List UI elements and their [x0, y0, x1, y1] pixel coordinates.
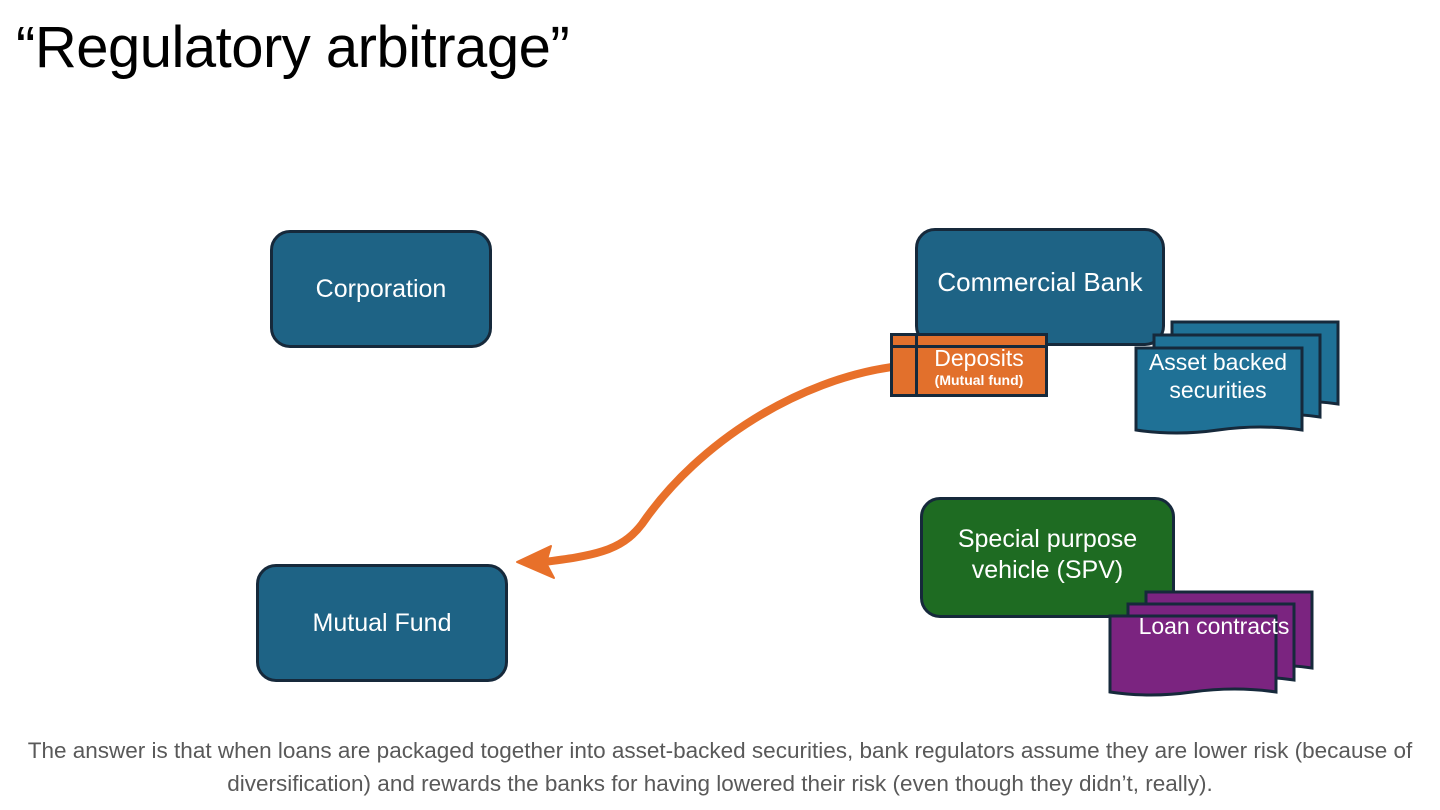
slide-caption: The answer is that when loans are packag…	[27, 738, 1413, 796]
plaque-top-divider	[893, 345, 1045, 348]
node-mutual-fund-label: Mutual Fund	[312, 608, 452, 637]
node-asset-backed-securities[interactable]: Asset backed securities	[1132, 318, 1342, 435]
node-special-purpose-vehicle-label: Special purpose vehicle (SPV)	[957, 525, 1138, 584]
deposits-to-mutual-fund-arrow	[516, 363, 893, 579]
node-loan-contracts[interactable]: Loan contracts	[1106, 588, 1316, 698]
node-deposits-sublabel: (Mutual fund)	[934, 372, 1024, 389]
stacked-documents-icon	[1134, 320, 1340, 435]
node-corporation[interactable]: Corporation	[270, 230, 492, 348]
page-title: “Regulatory arbitrage”	[16, 15, 570, 80]
node-deposits-text: Deposits (Mutual fund)	[934, 345, 1024, 389]
plaque-left-divider	[915, 336, 918, 394]
node-special-purpose-vehicle[interactable]: Special purpose vehicle (SPV)	[920, 497, 1175, 618]
node-corporation-label: Corporation	[315, 274, 447, 303]
node-mutual-fund[interactable]: Mutual Fund	[256, 564, 508, 682]
node-deposits[interactable]: Deposits (Mutual fund)	[890, 333, 1048, 397]
node-asset-backed-securities-label: Asset backed securities	[1148, 349, 1288, 404]
node-commercial-bank-label: Commercial Bank	[937, 267, 1143, 297]
regulatory-arbitrage-diagram: Corporation Mutual Fund Commercial Bank …	[256, 228, 1342, 698]
node-deposits-label: Deposits	[934, 345, 1024, 372]
node-loan-contracts-label: Loan contracts	[1138, 613, 1290, 639]
node-commercial-bank[interactable]: Commercial Bank	[915, 228, 1165, 346]
stacked-documents-icon	[1108, 590, 1314, 697]
arrowhead-icon	[516, 545, 555, 579]
